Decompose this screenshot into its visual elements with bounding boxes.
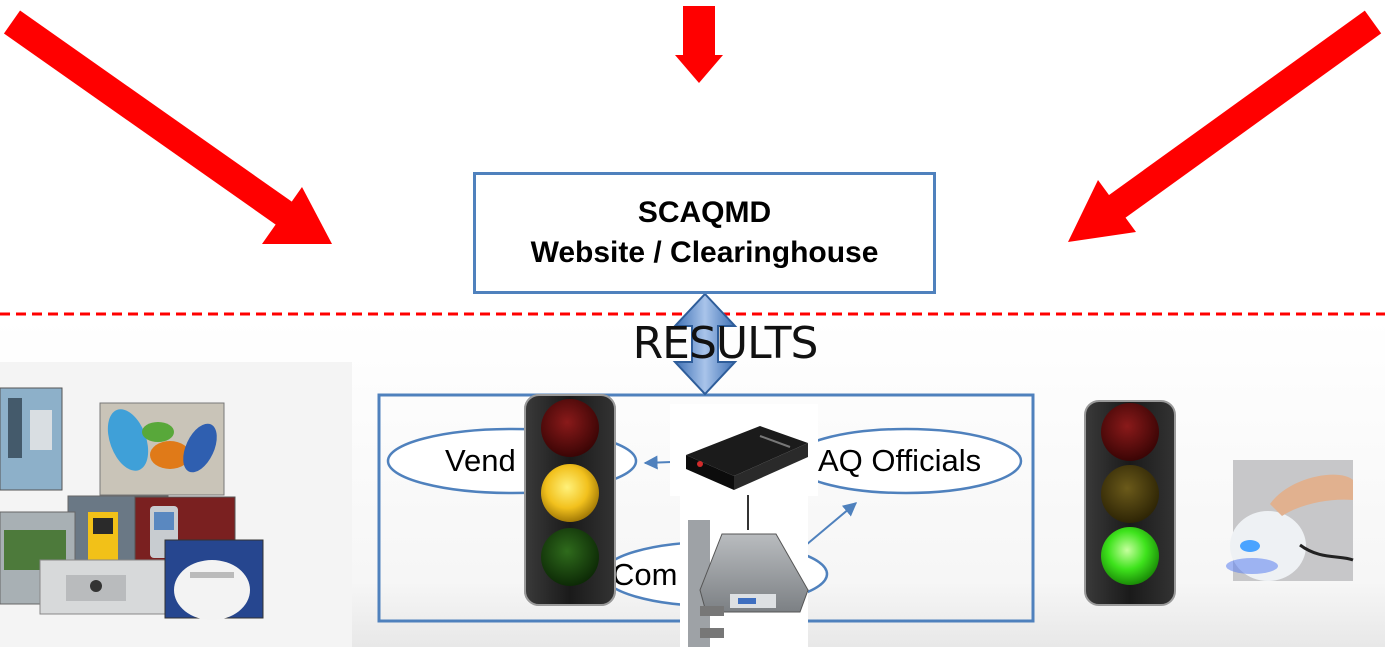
- vendors-label: Vend: [445, 443, 516, 478]
- hand-dome-photo: [1226, 460, 1354, 581]
- red-arrow-left: [3, 10, 332, 244]
- clearinghouse-box: SCAQMD Website / Clearinghouse: [473, 172, 936, 294]
- results-label: RESULTS: [632, 318, 819, 369]
- red-arrow-center: [675, 6, 723, 83]
- double-arrow: [672, 292, 738, 396]
- left-traffic-light: [524, 394, 616, 606]
- aq-officials-label: AQ Officials: [818, 443, 982, 478]
- red-arrow-right: [1068, 10, 1382, 242]
- monitoring-station: [680, 495, 809, 647]
- black-sensor-device: [670, 404, 818, 496]
- clearinghouse-title: SCAQMD: [637, 196, 772, 229]
- sensor-collage: [0, 362, 352, 647]
- connector-to-aq: [805, 502, 858, 546]
- clearinghouse-subtitle: Website / Clearinghouse: [530, 236, 879, 269]
- community-label: Com: [612, 557, 678, 592]
- right-traffic-light: [1084, 400, 1176, 606]
